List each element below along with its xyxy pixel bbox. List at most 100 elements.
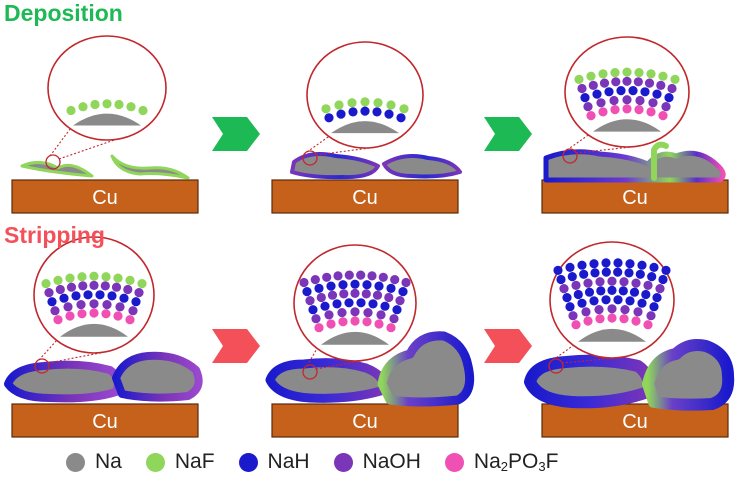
na-deposit <box>265 358 389 403</box>
na-deposit <box>543 149 726 183</box>
nah-particle <box>613 295 623 305</box>
naf-particle <box>53 275 63 285</box>
naoh-particle <box>333 271 343 281</box>
nah-particle <box>338 280 348 290</box>
naoh-particle <box>577 83 587 94</box>
na2po3f-particle <box>643 320 653 330</box>
nah-particle <box>652 293 662 303</box>
nah-particle <box>372 107 382 117</box>
na2po3f-particle <box>595 314 605 324</box>
nah-particle <box>71 291 81 301</box>
nah-particle <box>590 268 600 278</box>
naoh-particle <box>50 306 60 316</box>
nah-particle <box>658 274 668 285</box>
focus-ring <box>302 150 318 166</box>
naoh-particle <box>44 288 54 298</box>
nah-particle <box>607 285 617 295</box>
nah-particle <box>661 265 671 275</box>
nah-particle <box>584 287 595 297</box>
naf-particle <box>65 273 75 283</box>
naoh-particle <box>622 95 632 105</box>
nah-particle <box>344 298 354 308</box>
nah-particle <box>601 258 611 268</box>
naoh-particle <box>76 300 86 310</box>
naoh-particle <box>78 281 88 291</box>
naoh-particle <box>607 304 617 314</box>
na-core <box>593 119 661 132</box>
na2po3f-particle <box>350 316 360 326</box>
naf-particle <box>622 67 632 77</box>
naoh-particle <box>644 78 655 88</box>
na2po3f-particle <box>101 309 111 319</box>
nah-particle <box>562 293 572 303</box>
na2po3f-particle <box>619 314 629 324</box>
naoh-particle <box>311 314 321 324</box>
nah-particle <box>384 109 394 119</box>
nah-particle <box>579 269 589 279</box>
naf-particle <box>373 98 383 108</box>
magnifier-ring <box>564 36 690 148</box>
naf-particle <box>670 74 680 84</box>
leader-line <box>306 347 318 367</box>
magnifier-stripping-2 <box>293 244 417 362</box>
magnifier-stripping-1 <box>33 236 155 354</box>
nah-particle <box>119 293 129 303</box>
naoh-particle <box>356 270 366 280</box>
nah-particle <box>604 87 614 97</box>
naf-particle <box>574 74 584 84</box>
naoh-particle <box>339 289 349 299</box>
na2po3f-particle <box>125 315 135 325</box>
cu-substrate: Cu <box>11 179 199 214</box>
naoh-particle <box>648 98 658 108</box>
nah-particle <box>350 279 360 289</box>
na2po3f-particle <box>314 323 324 333</box>
legend-label-nah: NaH <box>267 450 310 473</box>
nah-dot-icon <box>238 452 258 472</box>
naoh-particle <box>571 280 581 290</box>
naoh-particle <box>372 290 383 300</box>
nah-particle <box>398 287 408 297</box>
na-core <box>73 113 141 126</box>
na2po3f-particle <box>362 317 372 327</box>
naf-particle <box>77 272 87 282</box>
nah-particle <box>374 281 384 291</box>
naoh-particle <box>595 277 605 287</box>
leader-line <box>47 351 104 364</box>
deposition-title: Deposition <box>4 0 123 26</box>
focus-ring <box>562 148 578 164</box>
nah-particle <box>556 274 566 285</box>
nah-particle <box>332 299 342 309</box>
naoh-particle <box>656 80 666 90</box>
naoh-particle <box>89 299 99 309</box>
na-deposit <box>377 331 475 407</box>
naoh-particle <box>635 95 645 106</box>
naoh-particle <box>611 77 621 87</box>
cu-label: Cu <box>92 187 118 209</box>
naoh-particle <box>322 272 332 282</box>
nah-particle <box>577 260 587 270</box>
nah-particle <box>637 260 647 270</box>
naoh-particle <box>337 308 347 318</box>
leader-line <box>306 135 330 153</box>
na-core <box>60 323 128 337</box>
naf-particle <box>89 271 99 281</box>
na-deposit <box>4 360 122 403</box>
naoh-particle <box>344 270 354 280</box>
nah-particle <box>356 298 366 308</box>
naoh-particle <box>594 305 604 315</box>
naoh-particle <box>646 311 656 321</box>
naf-particle <box>137 279 147 289</box>
leader-line <box>315 359 365 370</box>
na-flake <box>20 161 94 178</box>
na2po3f-particle <box>634 105 644 115</box>
nah-particle <box>107 291 117 301</box>
naf-particle <box>138 105 148 116</box>
na-deposit <box>642 339 735 411</box>
process-arrows <box>212 117 532 363</box>
nah-particle <box>380 301 390 311</box>
naf-particle <box>386 100 396 110</box>
cu-label: Cu <box>622 187 648 209</box>
naf-dot-icon <box>145 452 165 472</box>
